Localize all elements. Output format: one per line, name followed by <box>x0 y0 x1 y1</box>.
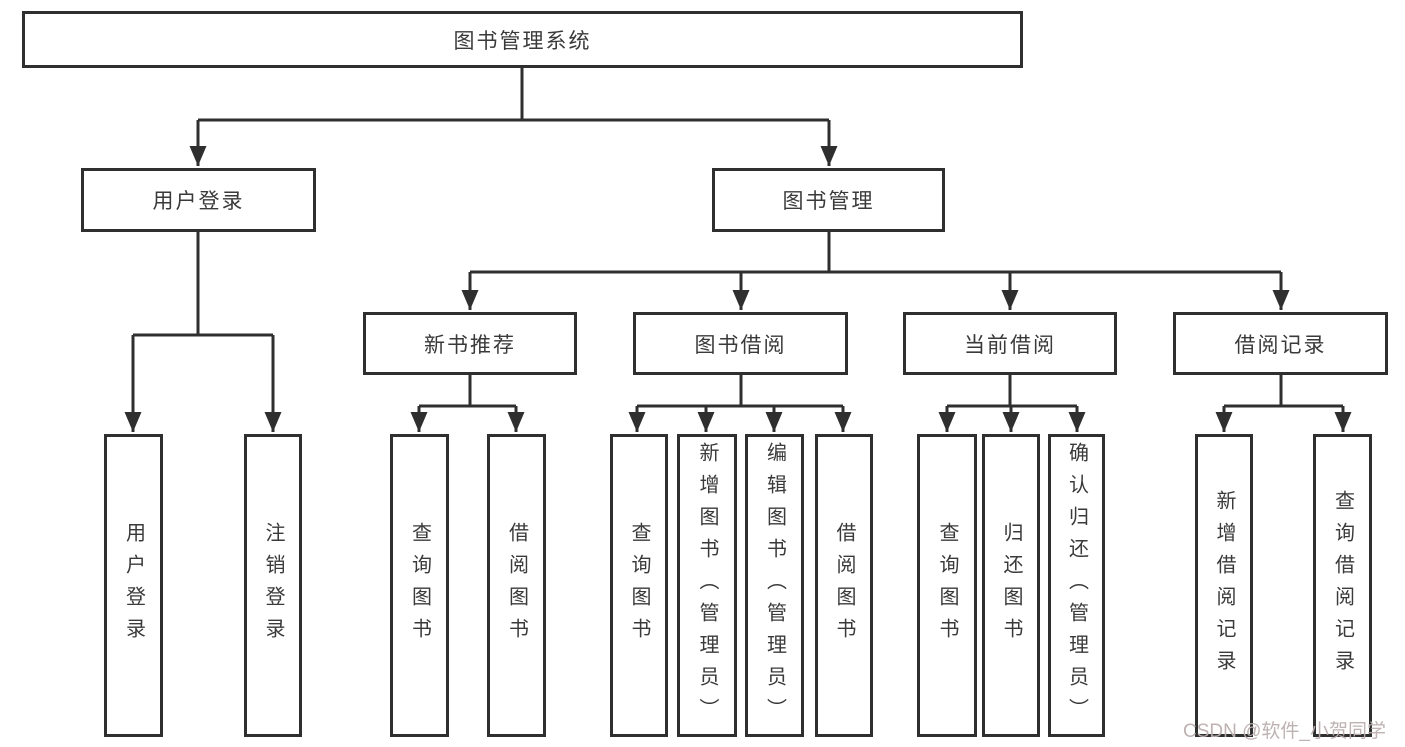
leaf-confirm-return-admin: 确认归还（管理员） <box>1048 434 1105 737</box>
node-new-book-recommendation: 新书推荐 <box>363 312 577 375</box>
leaf-query-books-2: 查询图书 <box>610 434 668 737</box>
leaf-edit-book-admin-label: 编辑图书（管理员） <box>763 441 786 730</box>
leaf-borrow-books-2: 借阅图书 <box>815 434 873 737</box>
leaf-query-books-2-label: 查询图书 <box>628 521 650 650</box>
leaf-return-books: 归还图书 <box>982 434 1040 737</box>
leaf-user-login: 用户登录 <box>104 434 163 737</box>
csdn-watermark: CSDN @软件_小贺同学 <box>1183 721 1386 742</box>
leaf-logout: 注销登录 <box>244 434 302 737</box>
node-current-borrowing: 当前借阅 <box>903 312 1117 375</box>
leaf-add-book-admin-label: 新增图书（管理员） <box>696 441 718 730</box>
leaf-query-books-1: 查询图书 <box>390 434 449 737</box>
node-book-borrowing: 图书借阅 <box>633 312 848 375</box>
leaf-confirm-return-admin-label: 确认归还（管理员） <box>1065 441 1088 730</box>
leaf-query-books-3-label: 查询图书 <box>936 521 958 650</box>
connector-lines <box>133 68 1343 408</box>
leaf-add-borrow-record: 新增借阅记录 <box>1195 434 1253 737</box>
leaf-borrow-books-1-label: 借阅图书 <box>505 521 528 650</box>
leaf-add-book-admin: 新增图书（管理员） <box>677 434 737 737</box>
leaf-add-borrow-record-label: 新增借阅记录 <box>1213 489 1235 682</box>
node-user-login: 用户登录 <box>81 168 316 232</box>
leaf-query-books-1-label: 查询图书 <box>408 521 431 650</box>
leaf-query-borrow-record: 查询借阅记录 <box>1313 434 1372 737</box>
leaf-edit-book-admin: 编辑图书（管理员） <box>745 434 804 737</box>
leaf-borrow-books-1: 借阅图书 <box>487 434 546 737</box>
leaf-query-books-3: 查询图书 <box>917 434 977 737</box>
leaf-logout-label: 注销登录 <box>262 521 284 650</box>
leaf-return-books-label: 归还图书 <box>1000 521 1022 650</box>
node-library-management-system: 图书管理系统 <box>22 11 1023 68</box>
leaf-query-borrow-record-label: 查询借阅记录 <box>1331 489 1354 682</box>
node-borrowing-records: 借阅记录 <box>1173 312 1388 375</box>
leaf-borrow-books-2-label: 借阅图书 <box>833 521 855 650</box>
leaf-user-login-label: 用户登录 <box>122 521 145 650</box>
node-book-management: 图书管理 <box>712 168 945 232</box>
